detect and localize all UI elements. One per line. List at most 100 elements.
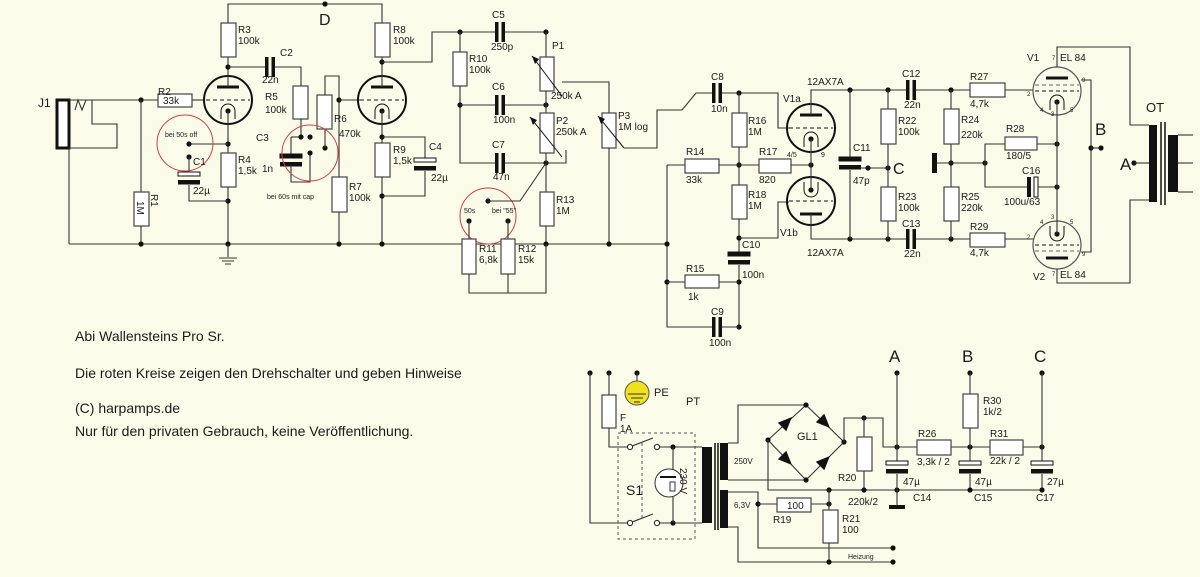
resistor-R8 — [374, 22, 391, 58]
label-components-C9-ref: C9 — [711, 307, 724, 318]
label-components-V1-pins-p4: 4 — [1040, 108, 1044, 114]
capacitor-C1-plate — [178, 180, 200, 185]
label-components-C4-ref: C4 — [429, 142, 442, 153]
label-components-V2-type: EL 84 — [1060, 270, 1086, 281]
wire — [810, 89, 906, 115]
wire — [505, 150, 567, 164]
protective-earth-icon — [624, 380, 650, 406]
resistor-R17 — [758, 158, 792, 174]
label-components-V1-pins-p2: 2 — [1027, 92, 1031, 98]
label-components-R4-ref: R4 — [238, 155, 251, 166]
junction-dot — [664, 241, 670, 247]
wire — [69, 98, 118, 149]
resistor-R9 — [374, 142, 391, 178]
label-components-R22-value: 100k — [898, 127, 921, 138]
junction-dot — [890, 545, 896, 551]
wire — [728, 404, 806, 444]
label-components-R5-value: 100k — [265, 105, 288, 116]
wire — [739, 201, 789, 239]
label-components-C6-value: 100n — [493, 115, 515, 126]
label-components-V2-ref: V2 — [1033, 272, 1046, 283]
label-components-P2-ref: P2 — [556, 116, 569, 127]
wire — [382, 171, 426, 197]
label-components-R14-ref: R14 — [686, 147, 705, 158]
junction-dot — [307, 150, 313, 156]
wire — [843, 417, 917, 448]
label-components-R12-ref: R12 — [518, 244, 537, 255]
label-components-R26-value: 3,3k / 2 — [917, 457, 950, 468]
wire — [666, 165, 712, 328]
resistor-R20 — [856, 436, 873, 472]
resistor-R23 — [880, 186, 897, 222]
label-components-R27-ref: R27 — [970, 72, 989, 83]
capacitor-C8-plate — [712, 83, 716, 103]
label-components-R11-value: 6,8k — [479, 255, 499, 266]
label-components-R29-ref: R29 — [970, 222, 989, 233]
capacitor-C12-plate — [912, 80, 916, 100]
label-components-R8-ref: R8 — [393, 25, 406, 36]
label-components-R31-value: 22k / 2 — [990, 456, 1020, 467]
label-components-R24-ref: R24 — [961, 115, 980, 126]
capacitor-C7-plate — [495, 153, 499, 173]
label-nodes-A2: A — [889, 347, 901, 366]
resistor-R14 — [684, 158, 720, 174]
power-transformer-hv-winding — [720, 443, 728, 480]
label-components-C14-ref: C14 — [913, 493, 932, 504]
label-components-C1-ref: C1 — [193, 157, 206, 168]
resistor-R26 — [916, 439, 952, 456]
capacitor-C17-plate — [1030, 460, 1054, 466]
switch-contact — [626, 443, 634, 451]
rectifier-diode-icon — [777, 417, 792, 432]
label-components-R31-ref: R31 — [990, 429, 1009, 440]
label-components-V2-pins-p2: 2 — [1027, 235, 1031, 241]
label-components-PT-secondary_heater: 6,3V — [734, 501, 751, 510]
capacitor-C2-plate — [265, 57, 269, 77]
wire — [631, 437, 654, 447]
resistor-R18 — [731, 184, 748, 220]
mains-switch-S1-box — [617, 432, 696, 540]
label-components-P3-ref: P3 — [618, 111, 631, 122]
resistor-R16 — [731, 112, 748, 148]
label-components-R15-ref: R15 — [686, 264, 705, 275]
label-components-C2-ref: C2 — [280, 48, 293, 59]
capacitor-C13-plate — [912, 229, 916, 249]
rotary-switch-hint-circle-r11-r12 — [459, 187, 517, 245]
junction-dot — [826, 559, 832, 565]
label-switch_hints-c3: bei 60s mit cap — [267, 194, 314, 201]
label-nodes-C2: C — [1034, 347, 1046, 366]
label-components-R27-value: 4,7k — [970, 99, 990, 110]
label-components-C16-value: 100u/63 — [1004, 197, 1041, 208]
switch-contact — [653, 519, 661, 527]
junction-dot — [1098, 145, 1104, 151]
label-components-R7-value: 100k — [349, 193, 372, 204]
potentiometer-P1-arrowhead — [532, 56, 539, 64]
capacitor-C15-plate — [959, 469, 981, 474]
label-components-R4-value: 1,5k — [238, 166, 258, 177]
wire — [624, 92, 712, 149]
label-components-C6-ref: C6 — [492, 82, 505, 93]
wire — [728, 491, 893, 549]
label-components-R23-ref: R23 — [898, 192, 917, 203]
label-components-R13-value: 1M — [556, 206, 570, 217]
label-components-C10-ref: C10 — [742, 240, 761, 251]
label-components-C5-value: 250p — [491, 42, 514, 53]
label-components-R6-value: 470k — [339, 129, 362, 140]
wire — [722, 92, 789, 129]
label-switch_hints-c1: bei 50s off — [165, 132, 197, 139]
label-components-V1-type: EL 84 — [1060, 53, 1086, 64]
label-nodes-A: A — [1120, 155, 1132, 174]
capacitor-C6-plate — [501, 95, 505, 115]
wire — [382, 31, 495, 63]
rotary-switch-hint-circle-c1 — [156, 114, 214, 172]
output-transformer-secondary — [1168, 135, 1178, 192]
resistor-R15 — [684, 274, 720, 289]
label-components-R16-value: 1M — [748, 127, 762, 138]
junction-dot — [861, 487, 867, 493]
output-transformer-primary — [1149, 125, 1157, 202]
label-components-V1a-ref: V1a — [783, 94, 801, 105]
tube-V1-heater — [1049, 94, 1065, 110]
resistor-P2 — [539, 112, 555, 154]
label-components-C3-ref: C3 — [256, 133, 269, 144]
resistor-R19 — [776, 497, 812, 513]
